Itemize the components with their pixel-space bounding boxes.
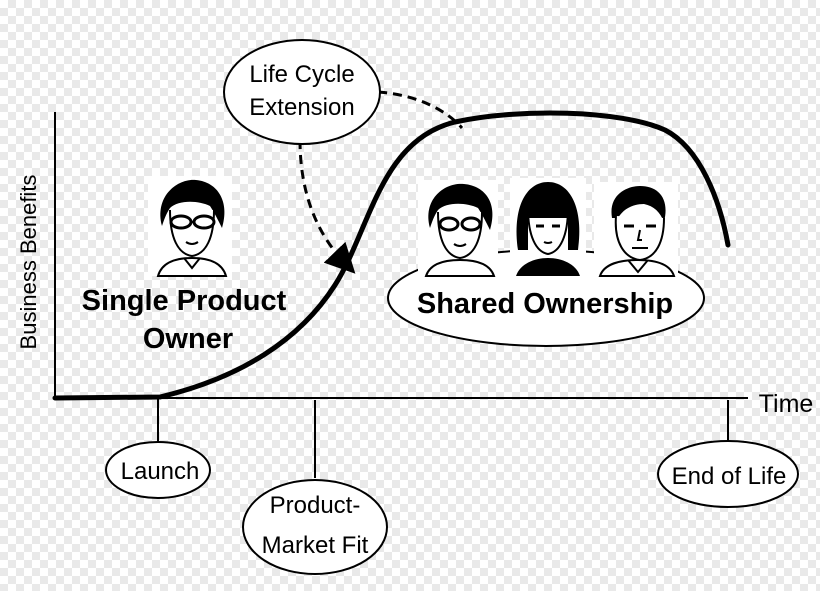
single-owner-label-line2: Owner [143,323,233,355]
extension-bubble [223,39,381,145]
shared-ownership-label: Shared Ownership [417,288,673,320]
extension-label-line2: Extension [249,94,354,121]
x-axis-label: Time [759,390,814,418]
woman-glasses-portrait-icon [418,180,498,277]
extension-label-line1: Life Cycle [249,61,354,88]
extension-dashed-arrow [298,139,356,274]
product-market-fit-label-line1: Product- [270,492,361,519]
y-axis-label: Business Benefits [16,175,41,350]
product-market-fit-label-line2: Market Fit [262,532,369,559]
woman-glasses-portrait-icon [148,176,232,277]
product-market-fit-bubble [242,479,388,575]
end-of-life-bubble [657,440,799,508]
single-owner-label-line1: Single Product [82,285,287,317]
launch-bubble [105,441,211,499]
man-portrait-icon [594,182,678,277]
end-of-life-label: End of Life [672,463,787,490]
launch-label: Launch [121,458,200,485]
woman-bangs-portrait-icon [510,178,586,276]
life-cycle-curve [52,110,731,401]
